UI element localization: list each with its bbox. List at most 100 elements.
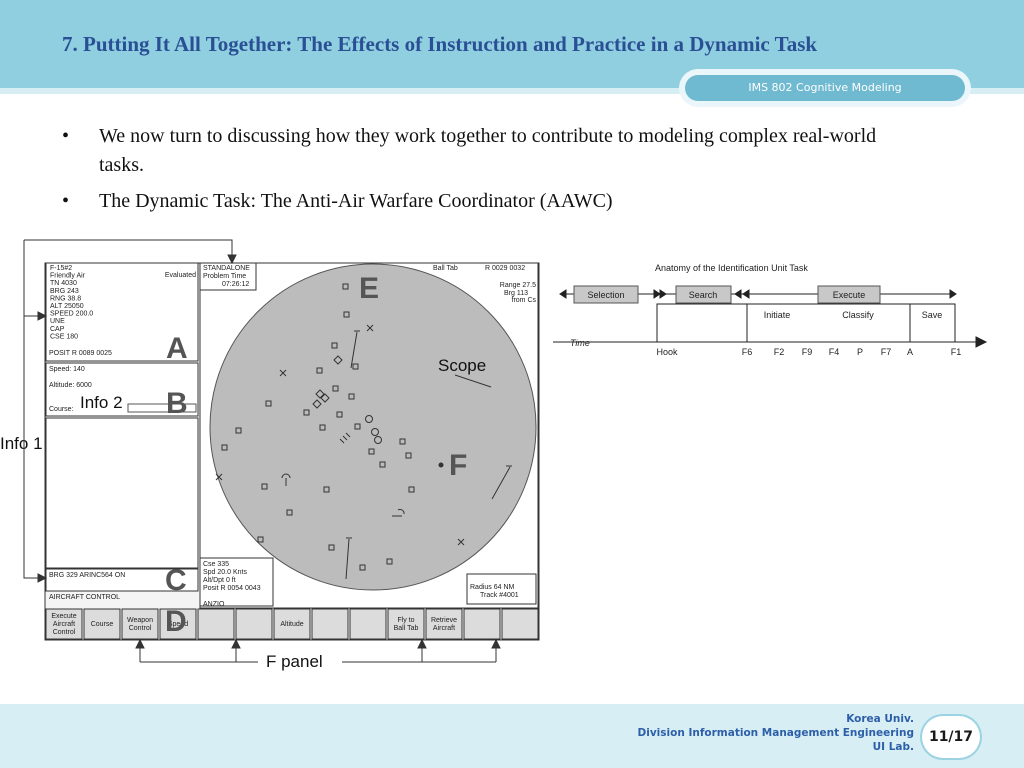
aircraft-info-line: SPEED 200.0 [50,311,93,318]
problem-time-box [199,262,257,291]
alt-line: Alt/Dpt 0 ft [203,577,236,584]
function-key-label: Ball Tab [394,625,419,632]
timeline-tick-label: F1 [951,347,962,357]
altitude-line: Altitude: 6000 [49,382,92,389]
aircraft-info-line: RNG 38.8 [50,295,81,302]
callout-d: D [165,605,187,638]
function-key-button[interactable] [349,608,387,640]
bullet-marker: • [62,190,70,212]
evaluated-label: Evaluated [165,272,196,279]
timeline-tick-label: Hook [656,347,678,357]
function-key-button[interactable] [197,608,235,640]
aircraft-info-line: BRG 243 [50,288,79,295]
problem-time-value: 07:26:12 [222,281,249,288]
aircraft-info-line: ALT 25050 [50,303,84,310]
course-input[interactable] [127,403,197,413]
function-key-button[interactable] [159,608,197,640]
header-divider [0,88,1024,94]
scope-label: Scope [438,356,486,375]
radius-box [466,573,537,605]
function-key-button[interactable] [311,608,349,640]
from-line: from Cs [512,297,537,304]
info-panel-a [45,262,199,362]
function-key-label: Weapon [127,617,153,624]
function-key-label: Altitude [280,621,303,628]
function-key-button[interactable] [83,608,121,640]
range-line: Range 27.5 [500,282,536,289]
bullet-item: • The Dynamic Task: The Anti-Air Warfare… [62,187,922,217]
timeline-tick-label: F4 [829,347,840,357]
standalone-label: STANDALONE [203,265,250,272]
function-key-label: Execute [51,613,76,620]
function-key-label: Retrieve [431,617,457,624]
function-key-label: Speed [168,621,188,628]
function-key-label: Control [53,629,76,636]
aircraft-info-line: Friendly Air [50,273,86,280]
brg-range-line: Brg 113 [504,290,528,297]
timeline-tick-label: A [907,347,913,357]
timeline-tick-label: F7 [881,347,892,357]
function-key-label: Fly to [397,617,414,624]
info-panel-c [45,568,199,592]
function-key-button[interactable] [501,608,539,640]
aircraft-info-line: UNE [50,318,65,325]
track-code: R 0029 0032 [485,265,525,272]
timeline-tick-label: F2 [774,347,785,357]
phase-selection [573,285,639,304]
course-badge-inner [685,75,965,101]
callout-f: F [449,449,467,482]
course-line: Course: [49,406,74,413]
radar-scope[interactable] [209,263,537,591]
function-key-button[interactable] [425,608,463,640]
function-key-panel: ExecuteAircraftControlCourseWeaponContro… [45,608,539,640]
page-number: 11/17 [928,729,974,745]
phase-selection-label: Selection [587,290,624,300]
info-panel-blank [45,417,199,569]
timeline-tick-label: P [857,347,863,357]
function-key-button[interactable] [463,608,501,640]
aircraft-info-line: CSE 180 [50,333,78,340]
radar-contacts [215,283,512,580]
footer-lab: UI Lab. [872,741,914,753]
slide-title: 7. Putting It All Together: The Effects … [62,32,818,56]
track-line: Track #4001 [480,592,519,599]
brg-line: BRG 329 ARINC564 ON [49,572,125,579]
subphase-initiate: Initiate [764,310,791,320]
subphase-classify: Classify [842,310,874,320]
function-key-button[interactable] [235,608,273,640]
anatomy-title: Anatomy of the Identification Unit Task [655,263,808,273]
function-key-button[interactable] [121,608,159,640]
aircraft-info-line: TN 4030 [50,280,77,287]
bullet-text: We now turn to discussing how they work … [99,125,877,176]
function-key-button[interactable] [387,608,425,640]
aircraft-info-line: CAP [50,326,65,333]
page-number-badge [922,716,980,758]
problem-time-label: Problem Time [203,273,246,280]
cse-info-box [199,557,274,607]
phase-execute [817,285,881,304]
phase-search [675,285,732,304]
timeline-ticks: Hook F6 F2 F9 F4 P F7 A F1 [656,347,961,357]
anzio-label: ANZIO [203,601,225,608]
cse-line: Cse 335 [203,561,229,568]
info1-label: Info 1 [0,434,43,453]
function-key-button[interactable] [273,608,311,640]
subphase-timeline [656,303,956,343]
bullet-text: The Dynamic Task: The Anti-Air Warfare C… [99,190,613,212]
callout-e: E [359,272,379,305]
balltab-label: Ball Tab [433,265,458,272]
aircraft-info-line: F-15#2 [50,265,72,272]
posit-line: POSIT R 0089 0025 [49,350,112,357]
footer-bar [0,704,1024,768]
fpanel-label: F panel [266,652,323,671]
callout-arrows [23,239,501,663]
function-key-button[interactable] [45,608,83,640]
timeline-tick-label: F6 [742,347,753,357]
function-key-label: Aircraft [53,621,75,628]
bullet-marker: • [62,125,70,147]
callout-a: A [166,332,188,365]
cse-posit-line: Posit R 0054 0043 [203,585,261,592]
timeline-tick-label: F9 [802,347,813,357]
